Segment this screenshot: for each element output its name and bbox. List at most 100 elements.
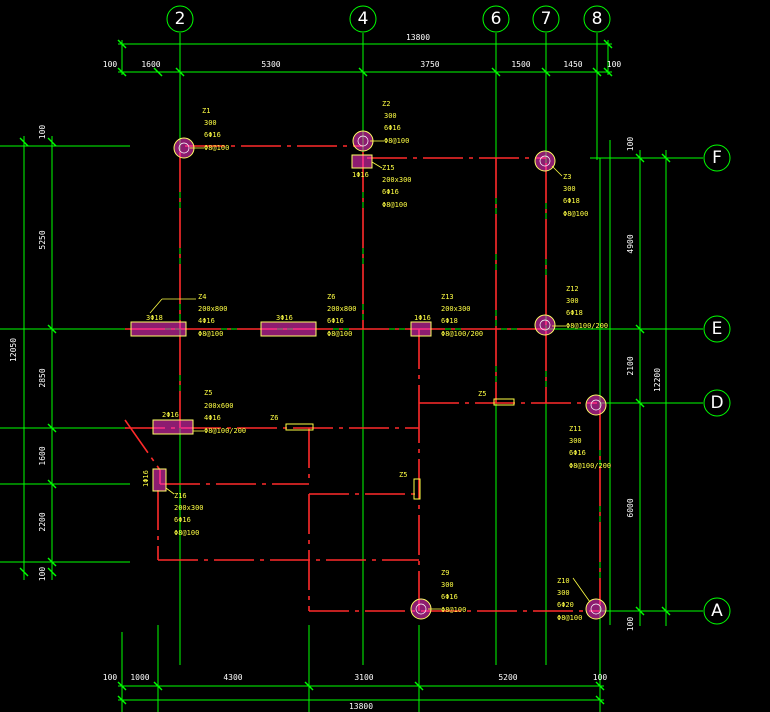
svg-text:6Φ16: 6Φ16 bbox=[569, 449, 586, 457]
bottom-dim-6: 100 bbox=[593, 673, 608, 682]
svg-text:1Φ16: 1Φ16 bbox=[352, 171, 369, 179]
label-z2: Z2 300 6Φ16 Φ8@100 bbox=[370, 100, 409, 145]
svg-text:4Φ16: 4Φ16 bbox=[198, 317, 215, 325]
axis-bubble-8: 8 bbox=[583, 5, 611, 33]
top-dim-3: 5300 bbox=[261, 60, 280, 69]
svg-text:6Φ16: 6Φ16 bbox=[327, 317, 344, 325]
label-z9: Z9 300 6Φ16 Φ8@100 bbox=[428, 569, 466, 614]
axis-bubble-6: 6 bbox=[482, 5, 510, 33]
label-z10: Z10 300 6Φ20 Φ8@100 bbox=[557, 577, 591, 622]
axis-bubbles: 2 4 6 7 8 F E D bbox=[166, 5, 731, 625]
bottom-dimensions: 100 1000 4300 3100 5200 100 13800 bbox=[103, 673, 608, 711]
column-z11 bbox=[585, 394, 607, 416]
column-z10 bbox=[585, 598, 607, 620]
column-z1 bbox=[173, 137, 195, 159]
label-z16: 1Φ16 Z16 200x300 6Φ16 Φ8@100 bbox=[142, 470, 204, 537]
right-dim-3: 2100 bbox=[626, 356, 635, 375]
column-z16 bbox=[152, 468, 167, 492]
svg-text:300: 300 bbox=[569, 437, 582, 445]
svg-text:Φ8@100/200: Φ8@100/200 bbox=[204, 427, 246, 435]
svg-text:200x300: 200x300 bbox=[382, 176, 412, 184]
svg-text:6Φ18: 6Φ18 bbox=[566, 309, 583, 317]
bottom-total-dim: 13800 bbox=[349, 702, 373, 711]
axis-grid-lines bbox=[0, 33, 703, 712]
axis-bubble-e: E bbox=[703, 315, 731, 343]
svg-text:200x600: 200x600 bbox=[204, 402, 234, 410]
svg-text:Z12: Z12 bbox=[566, 285, 579, 293]
svg-text:6Φ20: 6Φ20 bbox=[557, 601, 574, 609]
svg-text:300: 300 bbox=[557, 589, 570, 597]
column-z13 bbox=[410, 321, 432, 337]
svg-text:Φ8@100: Φ8@100 bbox=[563, 210, 588, 218]
svg-text:6Φ16: 6Φ16 bbox=[204, 131, 221, 139]
svg-text:Φ8@100: Φ8@100 bbox=[557, 614, 582, 622]
top-dim-4: 3750 bbox=[420, 60, 439, 69]
svg-text:Z15: Z15 bbox=[382, 164, 395, 172]
svg-text:1Φ16: 1Φ16 bbox=[414, 314, 431, 322]
left-dim-1: 100 bbox=[38, 125, 47, 140]
svg-text:Z16: Z16 bbox=[174, 492, 187, 500]
top-total-dim: 13800 bbox=[406, 33, 430, 42]
svg-text:6Φ16: 6Φ16 bbox=[441, 593, 458, 601]
label-z6: 3Φ16 Z6 200x800 6Φ16 Φ8@100 bbox=[276, 293, 357, 338]
svg-text:Φ8@100: Φ8@100 bbox=[441, 606, 466, 614]
column-z6b bbox=[285, 423, 314, 431]
svg-text:Φ8@100/200: Φ8@100/200 bbox=[566, 322, 608, 330]
axis-bubble-7: 7 bbox=[532, 5, 560, 33]
axis-bubble-a: A bbox=[703, 597, 731, 625]
left-dim-4: 1600 bbox=[38, 446, 47, 465]
svg-text:6Φ16: 6Φ16 bbox=[382, 188, 399, 196]
svg-text:2Φ16: 2Φ16 bbox=[162, 411, 179, 419]
label-z12: Z12 300 6Φ18 Φ8@100/200 bbox=[552, 285, 608, 330]
label-z15: 1Φ16 Z15 200x300 6Φ16 Φ8@100 bbox=[352, 161, 412, 209]
svg-text:8: 8 bbox=[592, 9, 603, 29]
svg-text:Z13: Z13 bbox=[441, 293, 454, 301]
svg-text:4: 4 bbox=[358, 9, 369, 29]
svg-text:6Φ16: 6Φ16 bbox=[174, 516, 191, 524]
label-z4: 3Φ18 Z4 200x800 4Φ16 Φ8@100 bbox=[146, 293, 228, 338]
svg-text:Z1: Z1 bbox=[202, 107, 210, 115]
svg-text:Z11: Z11 bbox=[569, 425, 582, 433]
label-z1: Z1 300 6Φ16 Φ8@100 bbox=[190, 107, 229, 152]
column-z12 bbox=[534, 314, 556, 336]
svg-text:1Φ16: 1Φ16 bbox=[142, 470, 150, 487]
svg-text:300: 300 bbox=[566, 297, 579, 305]
svg-text:3Φ18: 3Φ18 bbox=[146, 314, 163, 322]
label-z11: Z11 300 6Φ16 Φ8@100/200 bbox=[569, 425, 611, 470]
svg-text:Z5: Z5 bbox=[204, 389, 212, 397]
column-labels: Z1 300 6Φ16 Φ8@100 Z2 300 6Φ16 Φ8@100 1Φ… bbox=[142, 100, 611, 622]
svg-text:300: 300 bbox=[441, 581, 454, 589]
svg-text:200x300: 200x300 bbox=[174, 504, 204, 512]
label-z5b: Z5 bbox=[399, 471, 407, 479]
right-dimensions: 100 4900 2100 6000 100 12200 bbox=[626, 137, 671, 631]
label-z3: Z3 300 6Φ18 Φ8@100 bbox=[551, 165, 588, 218]
label-z5: 2Φ16 Z5 200x600 4Φ16 Φ8@100/200 bbox=[162, 389, 246, 435]
label-z6b: Z6 bbox=[270, 414, 278, 422]
svg-text:200x800: 200x800 bbox=[198, 305, 228, 313]
svg-text:300: 300 bbox=[204, 119, 217, 127]
axis-bubble-d: D bbox=[703, 389, 731, 417]
column-z5c bbox=[493, 398, 515, 406]
svg-text:6Φ18: 6Φ18 bbox=[563, 197, 580, 205]
svg-text:Φ8@100/200: Φ8@100/200 bbox=[569, 462, 611, 470]
bottom-dim-4: 3100 bbox=[354, 673, 373, 682]
label-z5c: Z5 bbox=[478, 390, 486, 398]
axis-bubble-f: F bbox=[703, 144, 731, 172]
axis-bubble-2: 2 bbox=[166, 5, 194, 33]
column-z6 bbox=[260, 321, 317, 337]
svg-text:Z3: Z3 bbox=[563, 173, 571, 181]
column-z5b bbox=[413, 478, 421, 500]
svg-text:Φ8@100: Φ8@100 bbox=[327, 330, 352, 338]
bottom-dim-2: 1000 bbox=[130, 673, 149, 682]
left-dim-2: 5250 bbox=[38, 230, 47, 249]
svg-text:200x300: 200x300 bbox=[441, 305, 471, 313]
top-dim-5: 1500 bbox=[511, 60, 530, 69]
svg-text:6: 6 bbox=[491, 9, 502, 29]
label-z13: 1Φ16 Z13 200x300 6Φ18 Φ8@100/200 bbox=[414, 293, 483, 338]
top-dim-2: 1600 bbox=[141, 60, 160, 69]
svg-text:E: E bbox=[712, 319, 723, 339]
svg-text:Φ8@100: Φ8@100 bbox=[204, 144, 229, 152]
svg-text:4Φ16: 4Φ16 bbox=[204, 414, 221, 422]
svg-text:6Φ16: 6Φ16 bbox=[384, 124, 401, 132]
